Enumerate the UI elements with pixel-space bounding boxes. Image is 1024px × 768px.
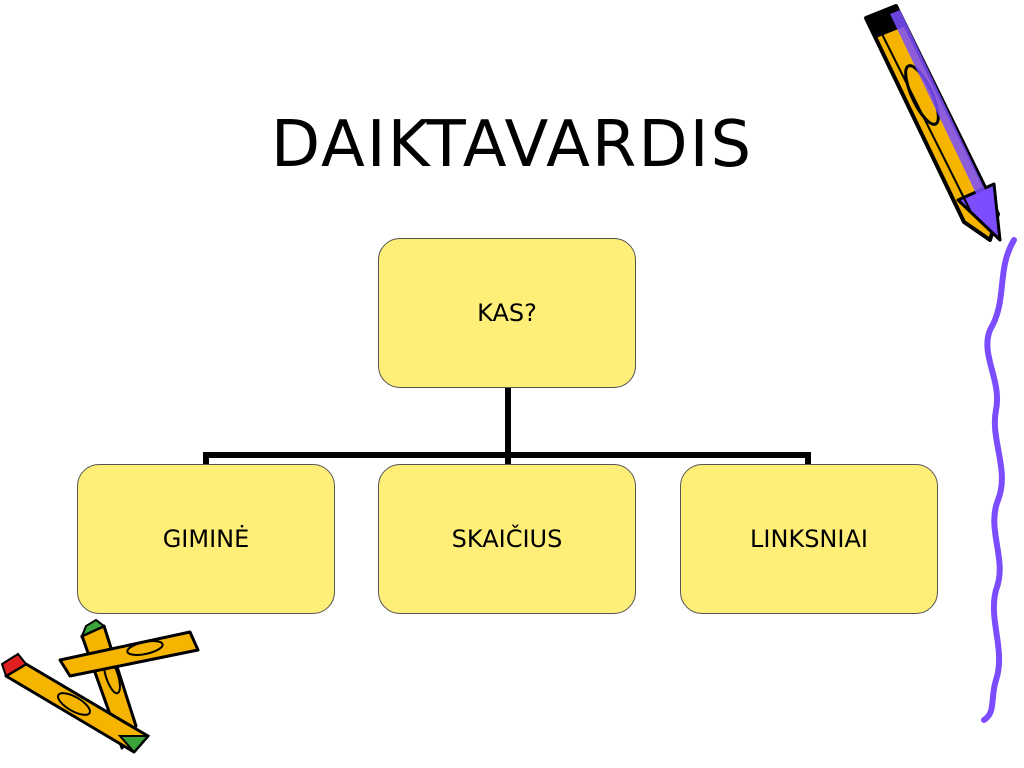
wavy-border-icon — [981, 237, 1017, 723]
pencil-clipart-icon — [864, 4, 1002, 242]
diagram-child-node-linksniai: LINKSNIAI — [680, 464, 938, 614]
child-node-label: SKAIČIUS — [451, 525, 563, 553]
child-node-label: LINKSNIAI — [750, 525, 868, 553]
pencils-clipart-icon — [0, 618, 200, 754]
diagram-child-node-gimine: GIMINĖ — [77, 464, 335, 614]
slide-title: DAIKTAVARDIS — [270, 108, 754, 182]
diagram-child-node-skaicius: SKAIČIUS — [378, 464, 636, 614]
child-node-label: GIMINĖ — [162, 525, 250, 553]
diagram-root-node: KAS? — [378, 238, 636, 388]
root-node-label: KAS? — [477, 299, 537, 327]
